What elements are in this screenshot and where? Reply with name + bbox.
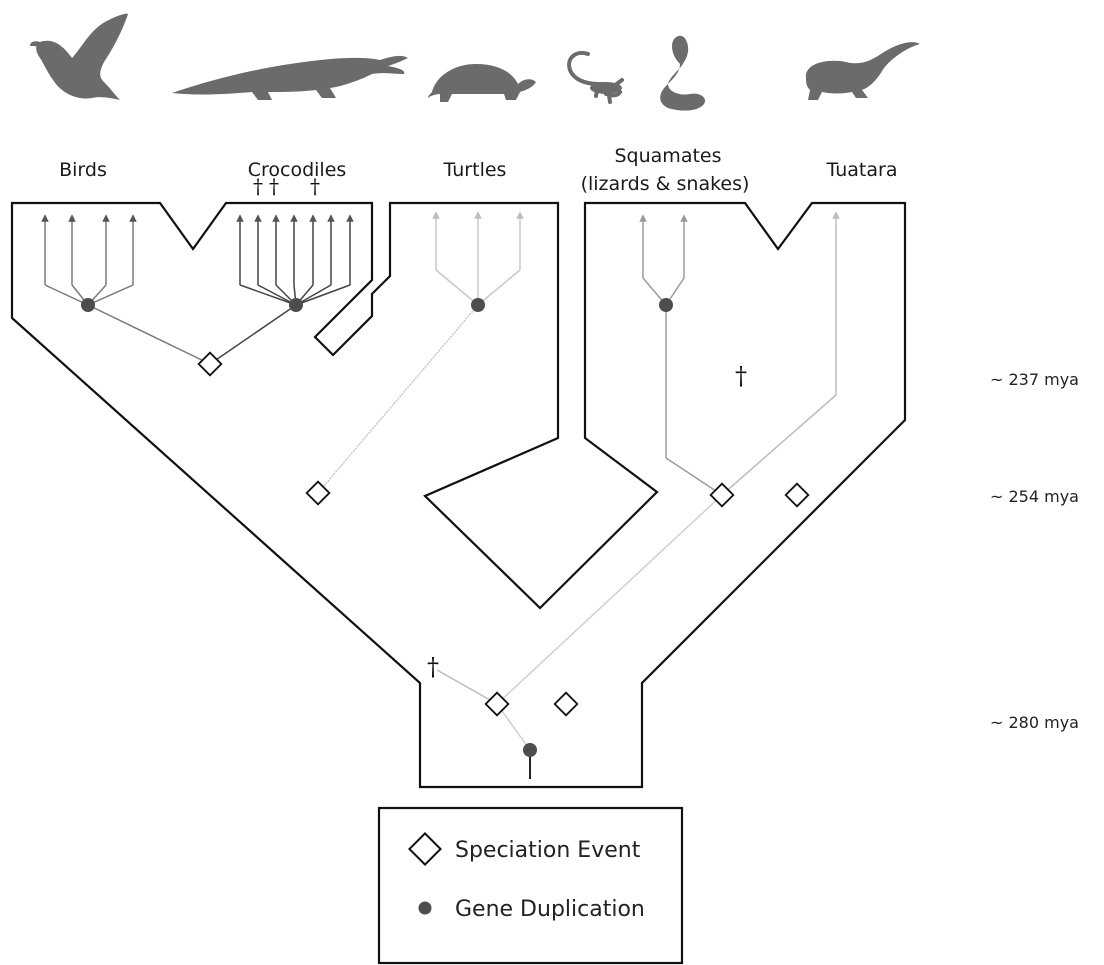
croc-gene-edge: [210, 305, 296, 364]
lizard-icon: [569, 53, 622, 102]
cobra-icon: [660, 36, 705, 111]
gene-edge: [666, 458, 722, 495]
time-label-254: ~ 254 mya: [990, 487, 1079, 506]
tuatara-icon: [806, 42, 920, 100]
legend: Speciation Event Gene Duplication: [379, 808, 682, 963]
gene-duplication-node-crocodiles: [289, 298, 303, 312]
legend-speciation-label: Speciation Event: [455, 838, 641, 863]
turtle-icon: [428, 64, 536, 102]
legend-duplication-icon: [419, 902, 432, 915]
legend-box: [379, 808, 682, 963]
bird-gene-arrows: [45, 218, 133, 305]
extinction-marker: †: [310, 174, 320, 198]
label-birds: Birds: [59, 159, 107, 181]
time-label-280: ~ 280 mya: [990, 713, 1079, 732]
gene-duplication-node-squamates: [659, 298, 673, 312]
gene-duplication-node-root: [523, 743, 537, 757]
crocodile-icon: [172, 56, 408, 100]
gene-duplication-node-birds: [81, 298, 95, 312]
gene-edge: [478, 270, 520, 305]
speciation-node: [199, 353, 222, 376]
gene-edge-lost: [437, 670, 497, 704]
speciation-node: [555, 693, 578, 716]
turtle-gene-edge: [318, 305, 478, 493]
extinction-marker: †: [253, 174, 263, 198]
time-label-237: ~ 237 mya: [990, 370, 1079, 389]
gene-edge: [722, 395, 836, 495]
label-squamates-sub: (lizards & snakes): [581, 173, 750, 195]
label-turtles: Turtles: [443, 159, 507, 181]
label-tuatara: Tuatara: [826, 159, 898, 181]
gene-edge: [436, 270, 478, 305]
label-squamates: Squamates: [615, 145, 722, 167]
extinction-marker: †: [735, 362, 747, 390]
species-tree-archosaur-outline: [12, 203, 905, 787]
gene-duplication-node-turtles: [471, 298, 485, 312]
speciation-node: [786, 484, 809, 507]
extinction-marker: †: [427, 653, 439, 681]
bird-icon: [30, 14, 128, 100]
croc-gene-arrows: [240, 218, 350, 305]
bird-gene-edge: [88, 305, 210, 364]
legend-duplication-label: Gene Duplication: [455, 897, 645, 922]
extinction-marker: †: [269, 174, 279, 198]
